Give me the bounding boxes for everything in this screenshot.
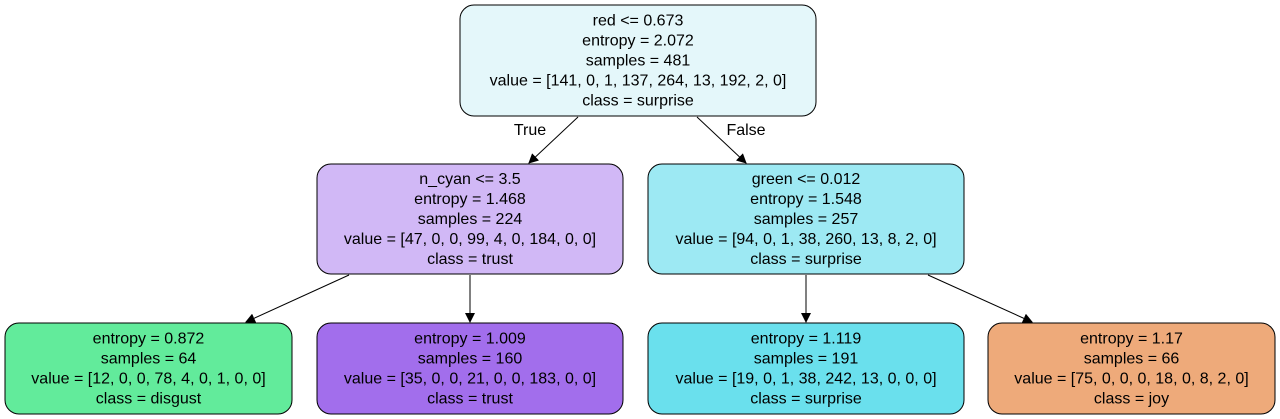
node-box (459, 4, 817, 117)
node-text-line: value = [19, 0, 1, 38, 242, 13, 0, 0, 0] (675, 371, 936, 388)
node-text-line: entropy = 1.17 (1080, 331, 1183, 348)
node-text-line: class = trust (427, 251, 513, 268)
node-text-line: value = [35, 0, 0, 21, 0, 0, 183, 0, 0] (344, 371, 596, 388)
edge-root-right (696, 116, 747, 164)
node-box (316, 322, 624, 415)
node-text-line: samples = 191 (754, 351, 859, 368)
node-text-line: class = disgust (96, 391, 202, 408)
tree-node-right: green <= 0.012 entropy = 1.548 samples = 2… (647, 163, 965, 275)
node-box (4, 322, 293, 415)
node-text-line: entropy = 2.072 (582, 33, 694, 50)
node-text-line: entropy = 1.548 (750, 191, 862, 208)
node-text-line: value = [47, 0, 0, 99, 4, 0, 184, 0, 0] (344, 231, 596, 248)
edge-root-left (528, 116, 579, 164)
tree-node-ll: entropy = 0.872 samples = 64 value = [12, … (4, 322, 293, 415)
node-box (316, 163, 624, 275)
edge-label-true: True (514, 122, 546, 139)
node-text-line: samples = 66 (1084, 351, 1180, 368)
node-text-line: red <= 0.673 (593, 13, 684, 30)
tree-node-rr: entropy = 1.17 samples = 66 value = [75, 0… (987, 322, 1276, 415)
nodes-layer: red <= 0.673 entropy = 2.072 samples = 481… (4, 4, 1276, 415)
node-text-line: samples = 224 (418, 211, 523, 228)
edge-right-rr (927, 274, 1033, 323)
node-box (647, 163, 965, 275)
tree-node-rl: entropy = 1.119 samples = 191 value = [19,… (647, 322, 965, 415)
node-text-line: value = [75, 0, 0, 0, 18, 0, 8, 2, 0] (1014, 371, 1248, 388)
node-text-line: class = surprise (750, 391, 862, 408)
node-text-line: samples = 257 (754, 211, 859, 228)
node-text-line: entropy = 0.872 (93, 331, 205, 348)
node-text-line: value = [94, 0, 1, 38, 260, 13, 8, 2, 0] (675, 231, 936, 248)
node-text-line: n_cyan <= 3.5 (419, 171, 521, 188)
edges-layer: True False (245, 116, 1033, 323)
edge-label-false: False (726, 122, 765, 139)
tree-node-lr: entropy = 1.009 samples = 160 value = [35,… (316, 322, 624, 415)
node-text-line: green <= 0.012 (752, 171, 861, 188)
node-box (647, 322, 965, 415)
tree-node-left: n_cyan <= 3.5 entropy = 1.468 samples = 22… (316, 163, 624, 275)
node-text-line: samples = 160 (418, 351, 523, 368)
node-text-line: entropy = 1.119 (751, 331, 862, 348)
node-text-line: class = surprise (582, 93, 694, 110)
node-text-line: class = surprise (750, 251, 862, 268)
node-text-line: value = [12, 0, 0, 78, 4, 0, 1, 0, 0] (31, 371, 265, 388)
node-text-line: samples = 481 (586, 53, 691, 70)
node-text-line: samples = 64 (101, 351, 197, 368)
node-text-line: entropy = 1.009 (414, 331, 526, 348)
node-text-line: entropy = 1.468 (414, 191, 526, 208)
node-text-line: class = joy (1094, 391, 1169, 408)
node-text-line: value = [141, 0, 1, 137, 264, 13, 192, 2… (490, 73, 787, 90)
node-box (987, 322, 1276, 415)
edge-left-ll (245, 274, 350, 323)
tree-node-root: red <= 0.673 entropy = 2.072 samples = 481… (459, 4, 817, 117)
node-text-line: class = trust (427, 391, 513, 408)
